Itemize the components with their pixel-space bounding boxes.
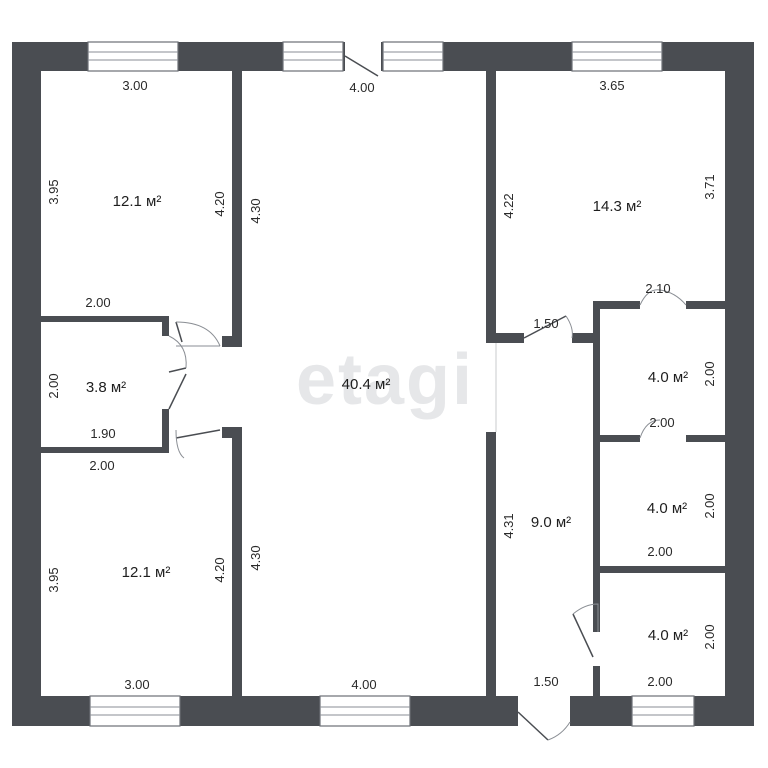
room-right-2-area: 4.0 м² (647, 500, 687, 517)
windows (87, 41, 695, 727)
dim-top-right-height-left: 4.22 (501, 193, 516, 218)
room-top-left-area: 12.1 м² (113, 193, 162, 210)
window-bottom-center (319, 695, 411, 727)
door-room-top-right (523, 315, 573, 339)
dim-small-left-height: 2.00 (46, 373, 61, 398)
dim-top-left-height-left: 3.95 (46, 179, 61, 204)
area-labels: 12.1 м² 3.8 м² 12.1 м² 40.4 м² 14.3 м² 9… (86, 193, 688, 644)
dim-central-height-top: 4.30 (248, 198, 263, 223)
window-top-left (87, 41, 179, 72)
dim-small-left-bottom: 1.90 (90, 426, 115, 441)
dim-right-2-bottom: 2.00 (647, 544, 672, 559)
window-top-right (571, 41, 663, 72)
window-bottom-left (89, 695, 181, 727)
dim-top-left-height-right: 4.20 (212, 191, 227, 216)
dim-hall-right-height: 4.31 (501, 513, 516, 538)
dim-top-right-height-right: 3.71 (702, 174, 717, 199)
dim-right-2-height: 2.00 (702, 493, 717, 518)
room-top-right-area: 14.3 м² (593, 198, 642, 215)
room-right-3-area: 4.0 м² (648, 627, 688, 644)
door-right-room-3 (572, 603, 599, 658)
room-bottom-left-area: 12.1 м² (122, 564, 171, 581)
dim-right-3-height: 2.00 (702, 624, 717, 649)
dim-bottom-left-width: 3.00 (124, 677, 149, 692)
doors (168, 55, 687, 741)
room-hall-right-area: 9.0 м² (531, 514, 571, 531)
dim-top-right-door: 2.10 (645, 281, 670, 296)
door-room-small-bottom (168, 373, 187, 410)
door-right-room-1 (639, 289, 687, 306)
dim-bottom-left-top: 2.00 (89, 458, 114, 473)
dim-hall-right-bottom: 1.50 (533, 674, 558, 689)
room-right-1-area: 4.0 м² (648, 369, 688, 386)
dim-top-right-width: 3.65 (599, 78, 624, 93)
watermark-text: etagi (296, 340, 474, 420)
window-top-center-left (282, 41, 344, 72)
interior-walls (41, 71, 725, 696)
window-top-center-right (382, 41, 444, 72)
dim-central-height-bottom: 4.30 (248, 545, 263, 570)
room-small-left-area: 3.8 м² (86, 379, 126, 396)
dim-bottom-left-height-right: 4.20 (212, 557, 227, 582)
door-entrance (517, 711, 571, 741)
dim-right-3-bottom: 2.00 (647, 674, 672, 689)
dim-top-right-bottom: 1.50 (533, 316, 558, 331)
door-right-room-2 (639, 419, 661, 439)
door-balcony (344, 55, 379, 77)
dim-central-bottom: 4.00 (351, 677, 376, 692)
room-central-area: 40.4 м² (342, 376, 391, 393)
door-room-bottom-left (175, 429, 221, 459)
dim-top-left-bottom: 2.00 (85, 295, 110, 310)
door-room-top-left (175, 321, 221, 347)
door-room-small-top (168, 335, 187, 373)
dim-bottom-left-height-left: 3.95 (46, 567, 61, 592)
dim-top-left-width: 3.00 (122, 78, 147, 93)
window-bottom-right (631, 695, 695, 727)
dim-central-top: 4.00 (349, 80, 374, 95)
dimension-labels: 3.00 2.00 1.90 2.00 3.00 4.00 4.00 3.65 … (46, 78, 717, 692)
dim-right-1-height: 2.00 (702, 361, 717, 386)
dim-right-1-bottom: 2.00 (649, 415, 674, 430)
